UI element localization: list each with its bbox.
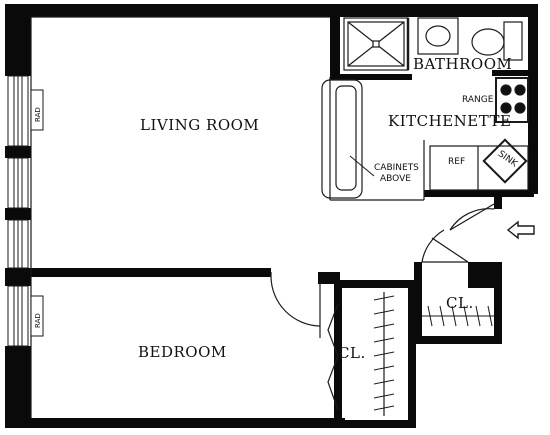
entry-doors[interactable]: [421, 203, 495, 263]
radiator-top-label: RAD: [34, 107, 42, 122]
wall-left-lower: [5, 346, 31, 422]
wall-entry-bottom: [414, 336, 502, 344]
cabinets-label-1: CABINETS: [374, 163, 419, 173]
toilet-bowl: [471, 28, 505, 56]
windows-left: [7, 75, 29, 347]
wall-closet-bottom: [334, 420, 416, 428]
wall-entry-left: [414, 262, 422, 342]
kitchen-sink: [482, 138, 528, 184]
wall-entry-right: [494, 262, 502, 344]
walls: [5, 4, 538, 428]
radiator-bottom-label: RAD: [34, 313, 42, 328]
wall-partition: [31, 268, 271, 277]
wall-closet-top: [334, 280, 414, 288]
kitchen-counter: [429, 145, 529, 191]
kitchenette: [321, 77, 529, 199]
wall-bath-bottom: [330, 74, 412, 80]
range-label: RANGE: [462, 95, 494, 105]
cabinets-leader: [349, 155, 375, 177]
wall-kitchen-bottom: [424, 190, 534, 197]
wall-left-seg3: [5, 268, 31, 286]
wall-bottom: [5, 418, 345, 428]
bedroom-door[interactable]: [270, 276, 321, 338]
wall-entry-post: [468, 262, 502, 288]
radiator-bottom: [30, 295, 44, 337]
wall-right-top: [528, 4, 538, 194]
wall-left-upper: [5, 4, 31, 76]
radiators: RAD RAD: [30, 89, 44, 337]
ref-label: REF: [448, 157, 465, 167]
kitchenette-label: KITCHENETTE: [388, 112, 511, 130]
cabinets-label-2: ABOVE: [380, 174, 411, 184]
entry-arrow-icon: [506, 220, 535, 240]
wall-bath-left: [330, 13, 340, 77]
living-room-label: LIVING ROOM: [140, 116, 259, 134]
wall-left-seg2: [5, 208, 31, 220]
wall-left-seg1: [5, 146, 31, 158]
outlines: [30, 16, 425, 418]
range: [495, 77, 529, 123]
bathroom-label: BATHROOM: [413, 55, 512, 73]
wall-right-mid: [494, 197, 502, 209]
wall-bed-right-lower: [334, 280, 342, 426]
closet-entry-label: CL.: [446, 294, 474, 312]
wall-bath-bottom-right: [492, 70, 528, 76]
wall-closet-right: [408, 280, 416, 428]
entry-closet: [422, 305, 494, 327]
wall-top-notch: [205, 4, 335, 13]
bedroom-label: BEDROOM: [138, 343, 227, 361]
closet-main-label: CL.: [338, 344, 366, 362]
closet-hangers: [373, 295, 395, 411]
closet-bifold-door[interactable]: [327, 303, 339, 411]
bath-sink: [417, 17, 459, 55]
cabinet-left: [321, 79, 363, 199]
radiator-top: [30, 89, 44, 131]
bathroom: [343, 17, 523, 71]
bedroom-closet: [327, 292, 395, 416]
